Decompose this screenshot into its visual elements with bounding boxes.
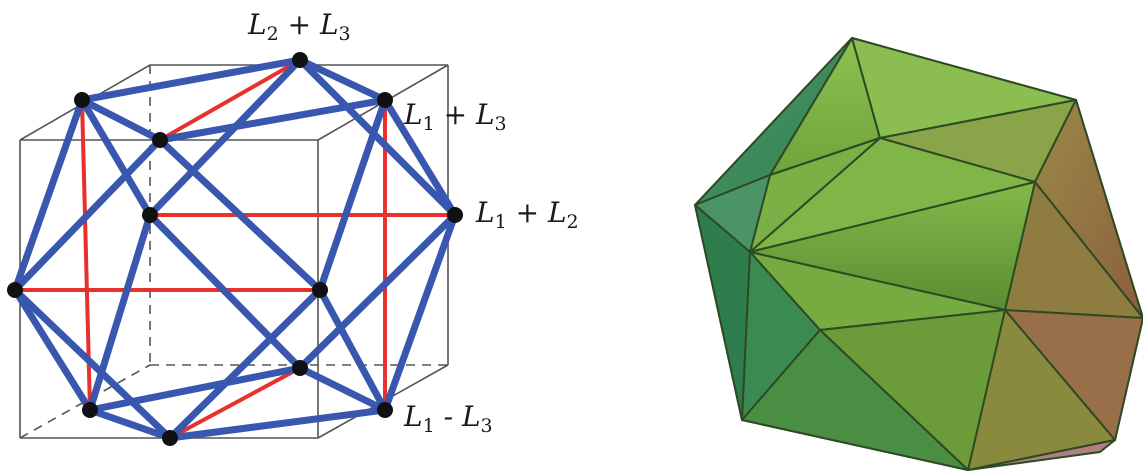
vertex [292, 52, 308, 68]
cuboctahedron-figure: L2 + L3 L1 + L3 L1 + L2 L1 - L3 [7, 8, 579, 446]
label-l1-minus-l3: L1 - L3 [403, 400, 493, 437]
label-l1-plus-l3: L1 + L3 [403, 98, 507, 135]
vertex [377, 92, 393, 108]
vertex [82, 402, 98, 418]
label-l2-plus-l3: L2 + L3 [247, 8, 351, 45]
vertex [447, 207, 463, 223]
vertices [7, 52, 463, 446]
icosa-face [741, 329, 969, 471]
icosahedron-figure [694, 37, 1143, 471]
vertex [292, 360, 308, 376]
vertex [142, 207, 158, 223]
icosa-face [967, 439, 1116, 471]
vertex [377, 402, 393, 418]
blue-edges [11, 56, 459, 442]
vertex [312, 282, 328, 298]
vertex [152, 132, 168, 148]
vertex [7, 282, 23, 298]
vertex [162, 430, 178, 446]
label-l1-plus-l2: L1 + L2 [475, 196, 579, 233]
vertex [74, 92, 90, 108]
